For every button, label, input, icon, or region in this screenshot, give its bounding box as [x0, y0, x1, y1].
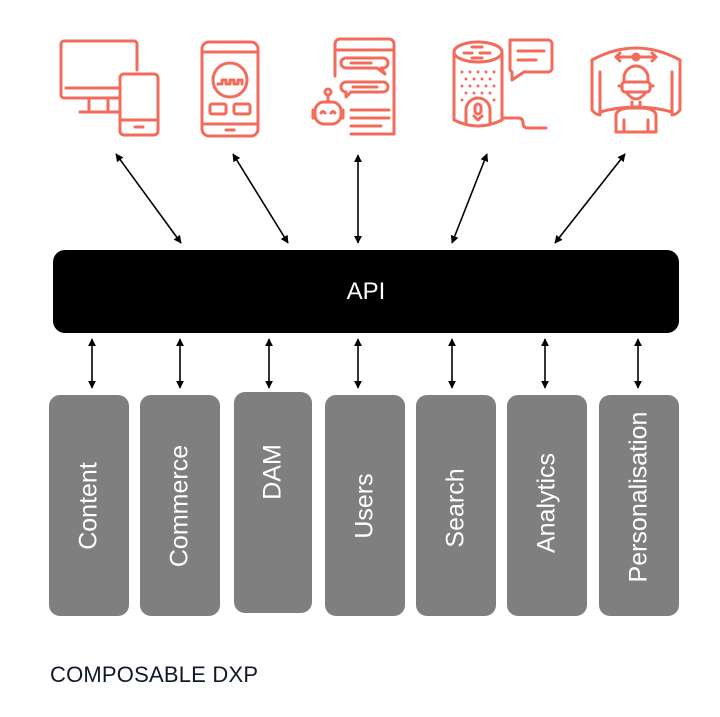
chatbot-icon: [311, 36, 407, 136]
service-label: DAM: [258, 443, 287, 500]
arrow-speaker-api: [450, 153, 489, 244]
api-hub: API: [53, 250, 679, 333]
service-label: Users: [350, 472, 379, 539]
service-label: Content: [74, 461, 103, 550]
service-label: Search: [441, 468, 470, 548]
diagram-title: COMPOSABLE DXP: [50, 662, 259, 687]
arrow-desktop-api: [115, 153, 182, 244]
service-search: Search: [416, 395, 496, 616]
arrow-vr-api: [554, 153, 626, 244]
service-label: Commerce: [165, 444, 194, 567]
service-content: Content: [49, 395, 129, 616]
service-dam: DAM: [234, 392, 312, 613]
service-commerce: Commerce: [140, 395, 220, 616]
service-label: Personalisation: [624, 411, 653, 583]
service-label: Analytics: [532, 453, 561, 554]
arrow-mobile-api: [232, 153, 289, 244]
service-analytics: Analytics: [507, 395, 587, 616]
desktop-tablet-icon: [56, 38, 160, 138]
vr-headset-icon: [588, 40, 684, 134]
service-users: Users: [325, 395, 405, 616]
api-label: API: [346, 277, 386, 305]
smartphone-app-icon: [200, 40, 260, 138]
smart-speaker-icon: [452, 34, 556, 134]
service-personalisation: Personalisation: [599, 395, 679, 616]
